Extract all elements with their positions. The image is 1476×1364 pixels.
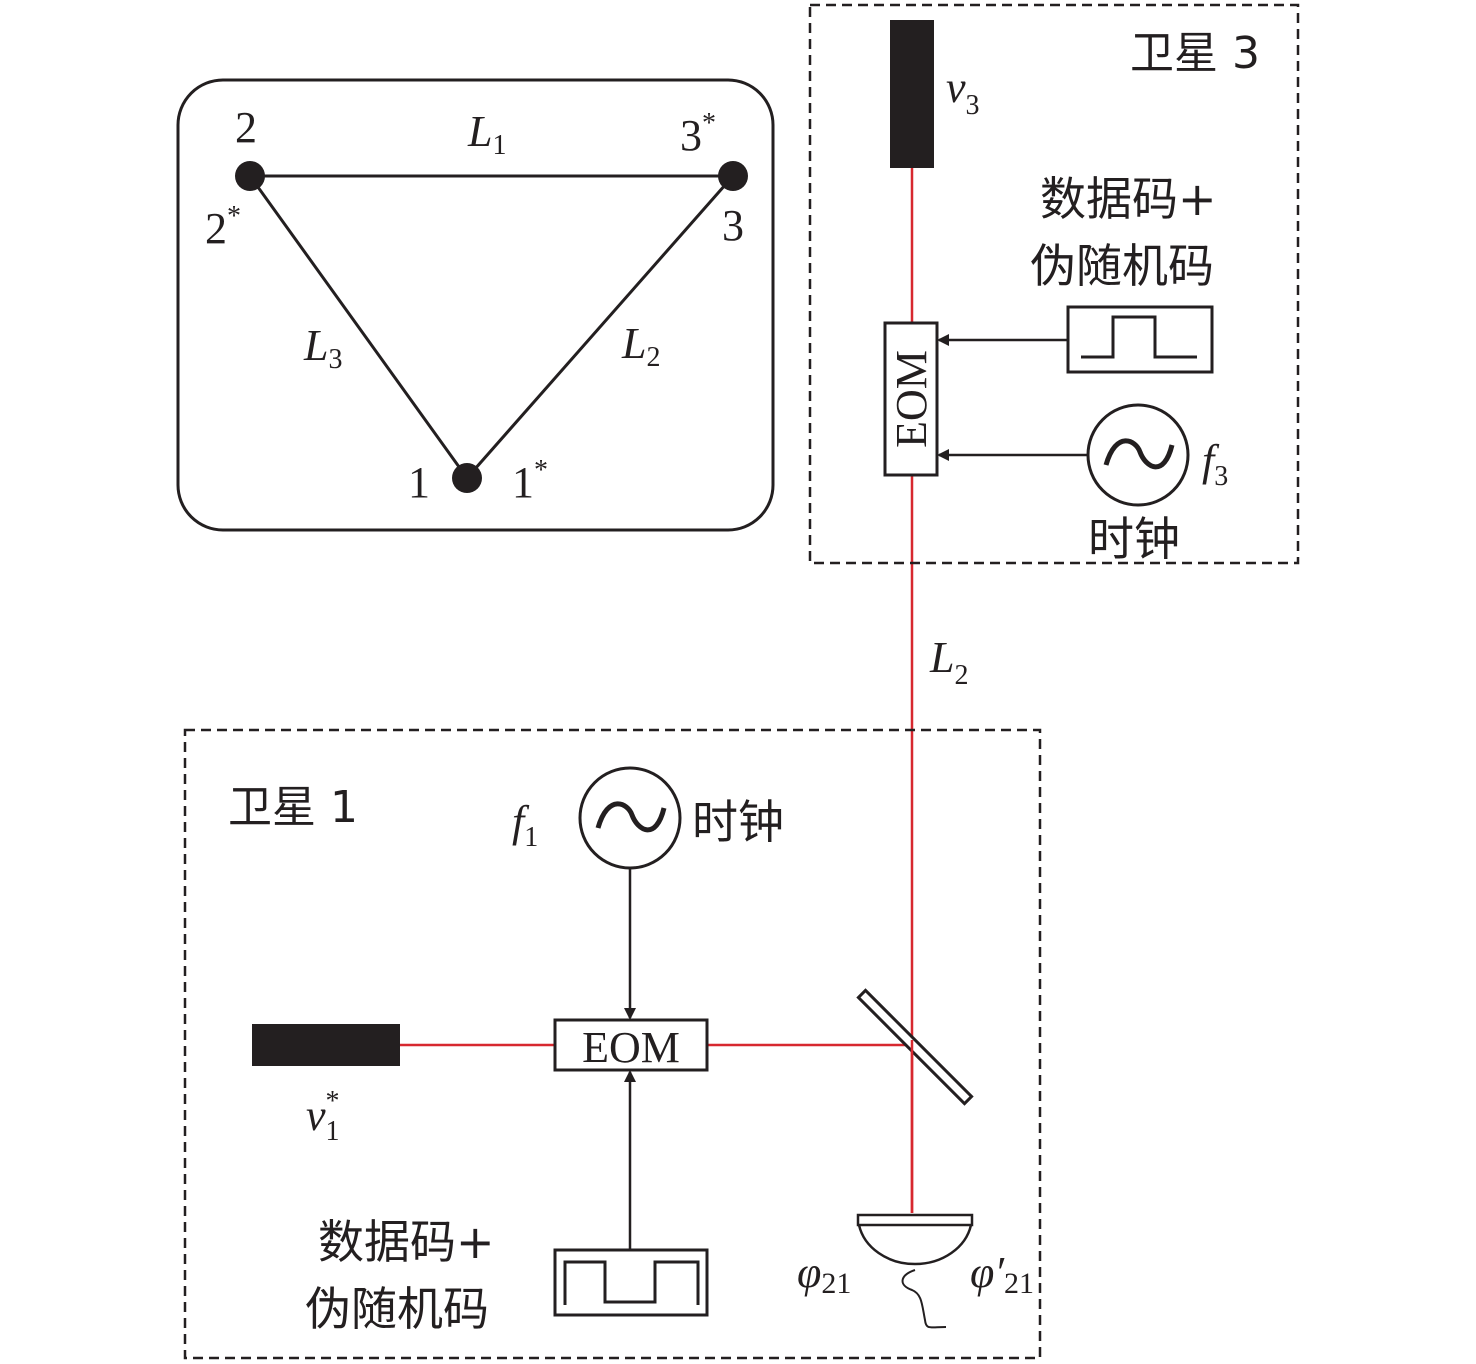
beam-splitter (856, 988, 974, 1106)
code-generator-1 (553, 1248, 709, 1317)
eom-3-label: EOM (887, 350, 936, 448)
label-l2: L2 (621, 319, 660, 373)
code-3-line2: 伪随机码 (1030, 239, 1214, 293)
clock-3-frequency: f3 (1202, 436, 1228, 492)
laser-3-label: v3 (946, 63, 980, 121)
clock-1-label: 时钟 (692, 795, 784, 849)
link-l2 (465, 175, 735, 479)
satellite-3-title: 卫星 3 (1130, 28, 1260, 79)
code-3-line1: 数据码+ (1040, 172, 1217, 226)
laser-3 (890, 20, 934, 168)
clock-1 (578, 766, 682, 870)
link-l2-label: L2 (929, 633, 968, 691)
sine-wave-icon (595, 801, 667, 833)
satellite-3: 卫星 3 v3 EOM 数据码+ 伪随机码 f3 时钟 (808, 3, 1300, 566)
label-l1: L1 (467, 107, 506, 161)
eom-3 (883, 321, 939, 477)
photodetector (856, 1213, 974, 1329)
node-3 (718, 161, 748, 191)
node-label-2-star: 2* (205, 201, 241, 253)
phase-phi21: φ21 (797, 1248, 851, 1300)
eom-1 (553, 1018, 709, 1072)
node-2 (235, 161, 265, 191)
clock-1-frequency: f1 (512, 797, 538, 853)
node-1 (452, 463, 482, 493)
node-label-3: 3 (722, 201, 744, 250)
topology-panel: L1 L2 L3 2 2* 3* 3 1 1* (176, 78, 775, 532)
node-label-2: 2 (235, 103, 257, 152)
sine-wave-icon (1103, 438, 1175, 470)
node-label-3-star: 3* (680, 108, 716, 160)
node-label-1-star: 1* (512, 455, 548, 507)
node-label-1: 1 (408, 458, 430, 507)
laser-1-label: v*1 (306, 1086, 340, 1147)
clock-3-label: 时钟 (1088, 512, 1180, 566)
eom-1-label: EOM (582, 1023, 680, 1072)
square-wave-icon (563, 1260, 700, 1305)
satellite-1-title: 卫星 1 (228, 782, 358, 833)
square-wave-icon (1081, 315, 1197, 359)
code-1-line2: 伪随机码 (305, 1282, 489, 1336)
code-1-line1: 数据码+ (318, 1215, 495, 1269)
link-l3 (248, 175, 469, 479)
satellite-1: 卫星 1 f1 时钟 EOM v*1 数据码+ 伪随机码 φ21 φ′21 (183, 728, 1042, 1360)
phase-phi21-prime: φ′21 (970, 1248, 1034, 1300)
label-l3: L3 (303, 321, 342, 375)
laser-1 (252, 1024, 400, 1066)
clock-3 (1086, 403, 1190, 507)
